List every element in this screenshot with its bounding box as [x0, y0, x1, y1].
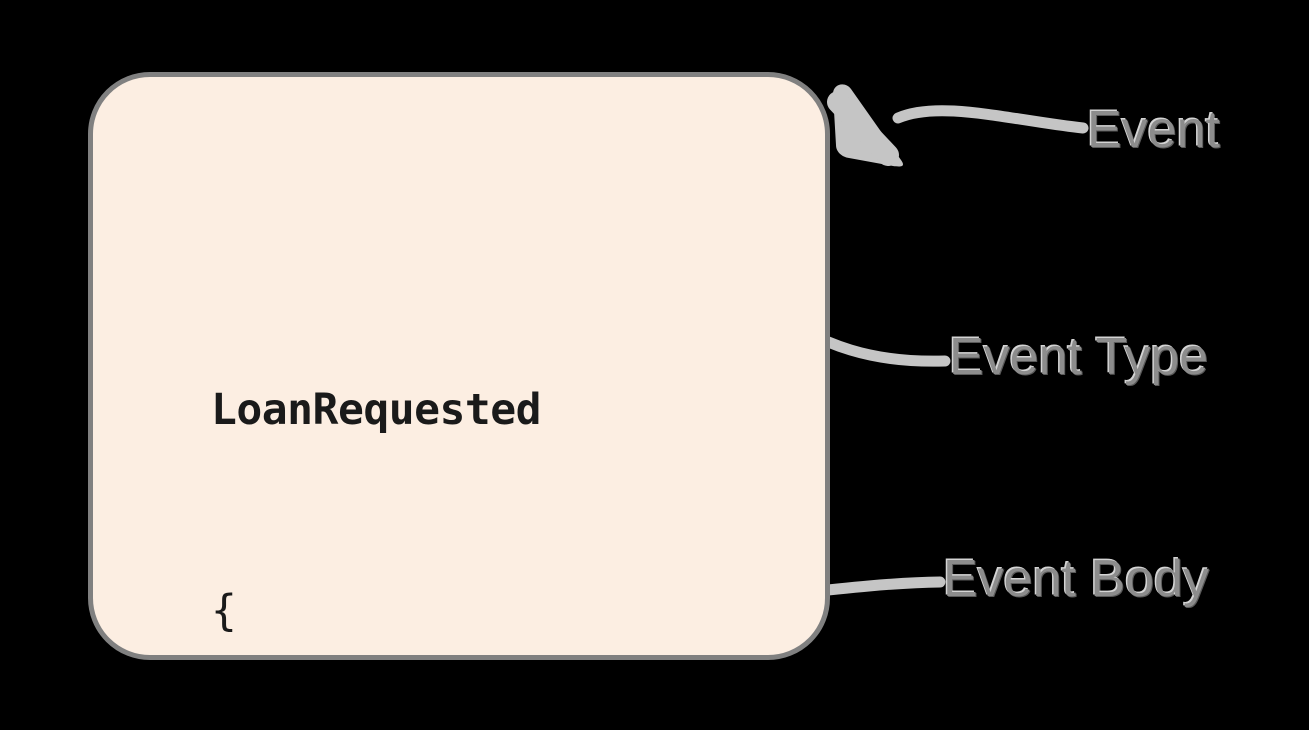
event-code-block: LoanRequested { id: 123, amount: 100, bo…	[211, 243, 806, 730]
event-box: LoanRequested { id: 123, amount: 100, bo…	[88, 72, 830, 660]
event-callout-arrow	[827, 84, 1089, 167]
callout-label-event: Event	[1087, 101, 1220, 159]
callout-label-event-type: Event Type	[949, 328, 1209, 386]
callout-label-event-body: Event Body	[943, 550, 1209, 608]
event-type-name: LoanRequested	[211, 385, 542, 435]
event-body-line-open-brace: {	[211, 586, 237, 636]
